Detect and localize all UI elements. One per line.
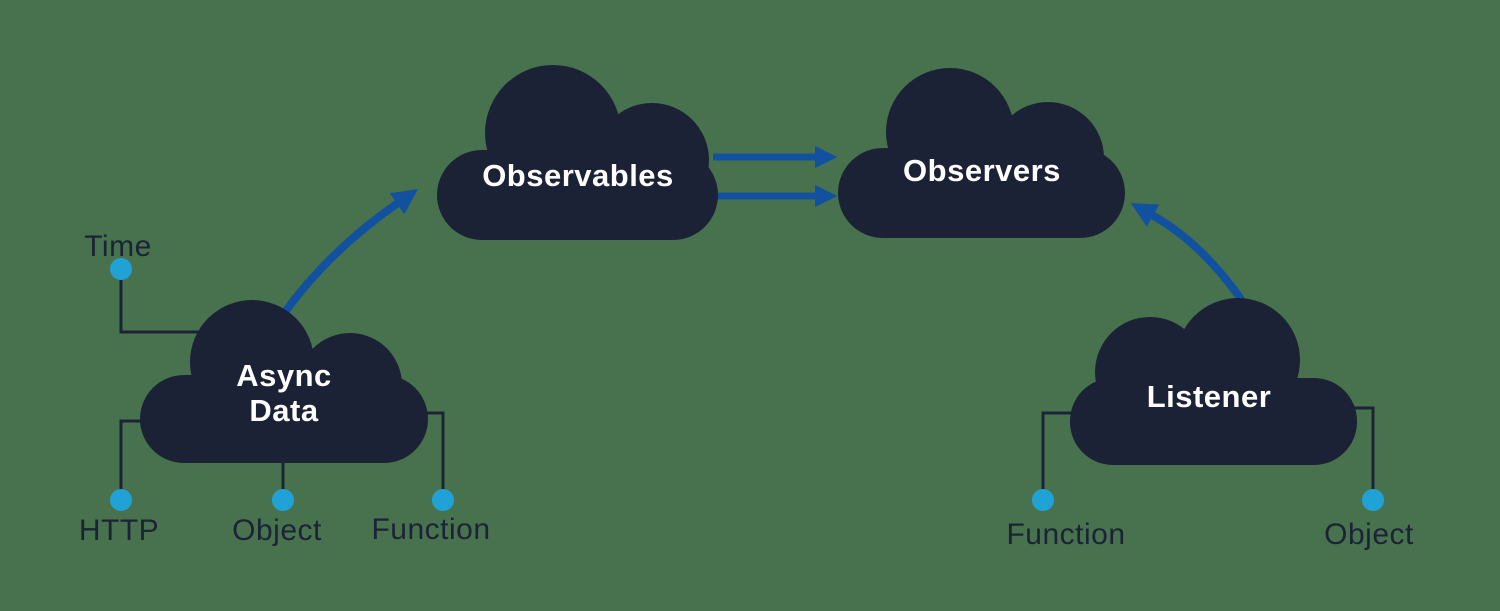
cloud-shapes xyxy=(140,65,1357,465)
time-label: Time xyxy=(84,230,152,263)
observables-label: Observables xyxy=(482,158,674,193)
async-to-observables-arrow xyxy=(281,189,419,315)
listener-label: Listener xyxy=(1147,379,1272,414)
object-right-dot-icon xyxy=(1362,489,1384,511)
function-left-dot-icon xyxy=(432,489,454,511)
async-data-label-line1: Async xyxy=(236,358,332,393)
time-connector-line xyxy=(119,280,215,334)
time-dot-icon xyxy=(110,258,132,280)
connector-lines xyxy=(119,280,1375,490)
function-right-connector-line xyxy=(1041,411,1073,490)
object-right-connector-line xyxy=(1352,406,1375,490)
http-dot-icon xyxy=(110,489,132,511)
async-data-cloud-icon xyxy=(140,300,428,463)
http-label: HTTP xyxy=(79,514,159,547)
connector-dots xyxy=(110,258,1384,511)
function-left-connector-line xyxy=(425,411,445,490)
flow-arrows xyxy=(281,145,1247,315)
http-connector-line xyxy=(119,419,145,490)
async-data-label-line2: Data xyxy=(249,393,318,428)
function-left-label: Function xyxy=(371,513,490,546)
listener-to-observers-arrow xyxy=(1130,203,1247,305)
object-left-dot-icon xyxy=(272,489,294,511)
observers-cloud-icon xyxy=(838,68,1125,238)
listener-cloud-icon xyxy=(1070,298,1357,465)
object-left-label: Object xyxy=(232,514,322,547)
observables-cloud-icon xyxy=(437,65,718,240)
observers-label: Observers xyxy=(903,153,1061,188)
object-right-label: Object xyxy=(1324,518,1414,551)
function-right-dot-icon xyxy=(1032,489,1054,511)
function-right-label: Function xyxy=(1006,518,1125,551)
